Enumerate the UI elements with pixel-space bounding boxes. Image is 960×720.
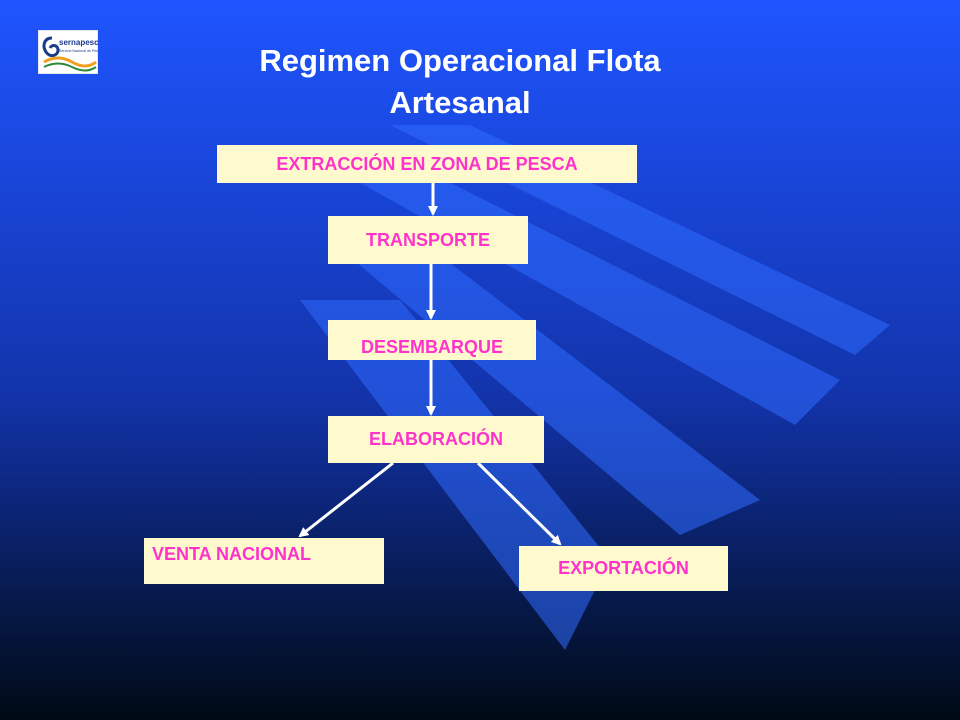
box-extraccion-label: EXTRACCIÓN EN ZONA DE PESCA [276,153,578,174]
box-transporte: TRANSPORTE [328,216,528,264]
title-line-1: Regimen Operacional Flota [259,43,661,78]
box-desembarque-label: DESEMBARQUE [360,337,503,357]
box-exportacion: EXPORTACIÓN [519,546,728,591]
box-desembarque: DESEMBARQUE [328,320,536,360]
box-transporte-label: TRANSPORTE [365,229,490,250]
svg-text:sernapesca: sernapesca [59,38,98,47]
arrow-elaboracion-to-exportacion [476,461,562,546]
box-extraccion: EXTRACCIÓN EN ZONA DE PESCA [217,145,637,183]
box-elaboracion-label: ELABORACIÓN [369,429,503,449]
title-line-2: Artesanal [389,85,531,120]
box-venta-nacional-label: VENTA NACIONAL [152,544,311,564]
svg-text:Servicio Nacional de Pesca: Servicio Nacional de Pesca [59,49,98,53]
slide-title: Regimen Operacional Flota Artesanal [160,40,760,124]
box-venta-nacional: VENTA NACIONAL [144,538,384,584]
sernapesca-logo: sernapesca Servicio Nacional de Pesca [37,29,104,75]
arrow-elaboracion-to-venta [298,461,394,538]
box-exportacion-label: EXPORTACIÓN [558,558,689,578]
box-elaboracion: ELABORACIÓN [328,416,544,463]
